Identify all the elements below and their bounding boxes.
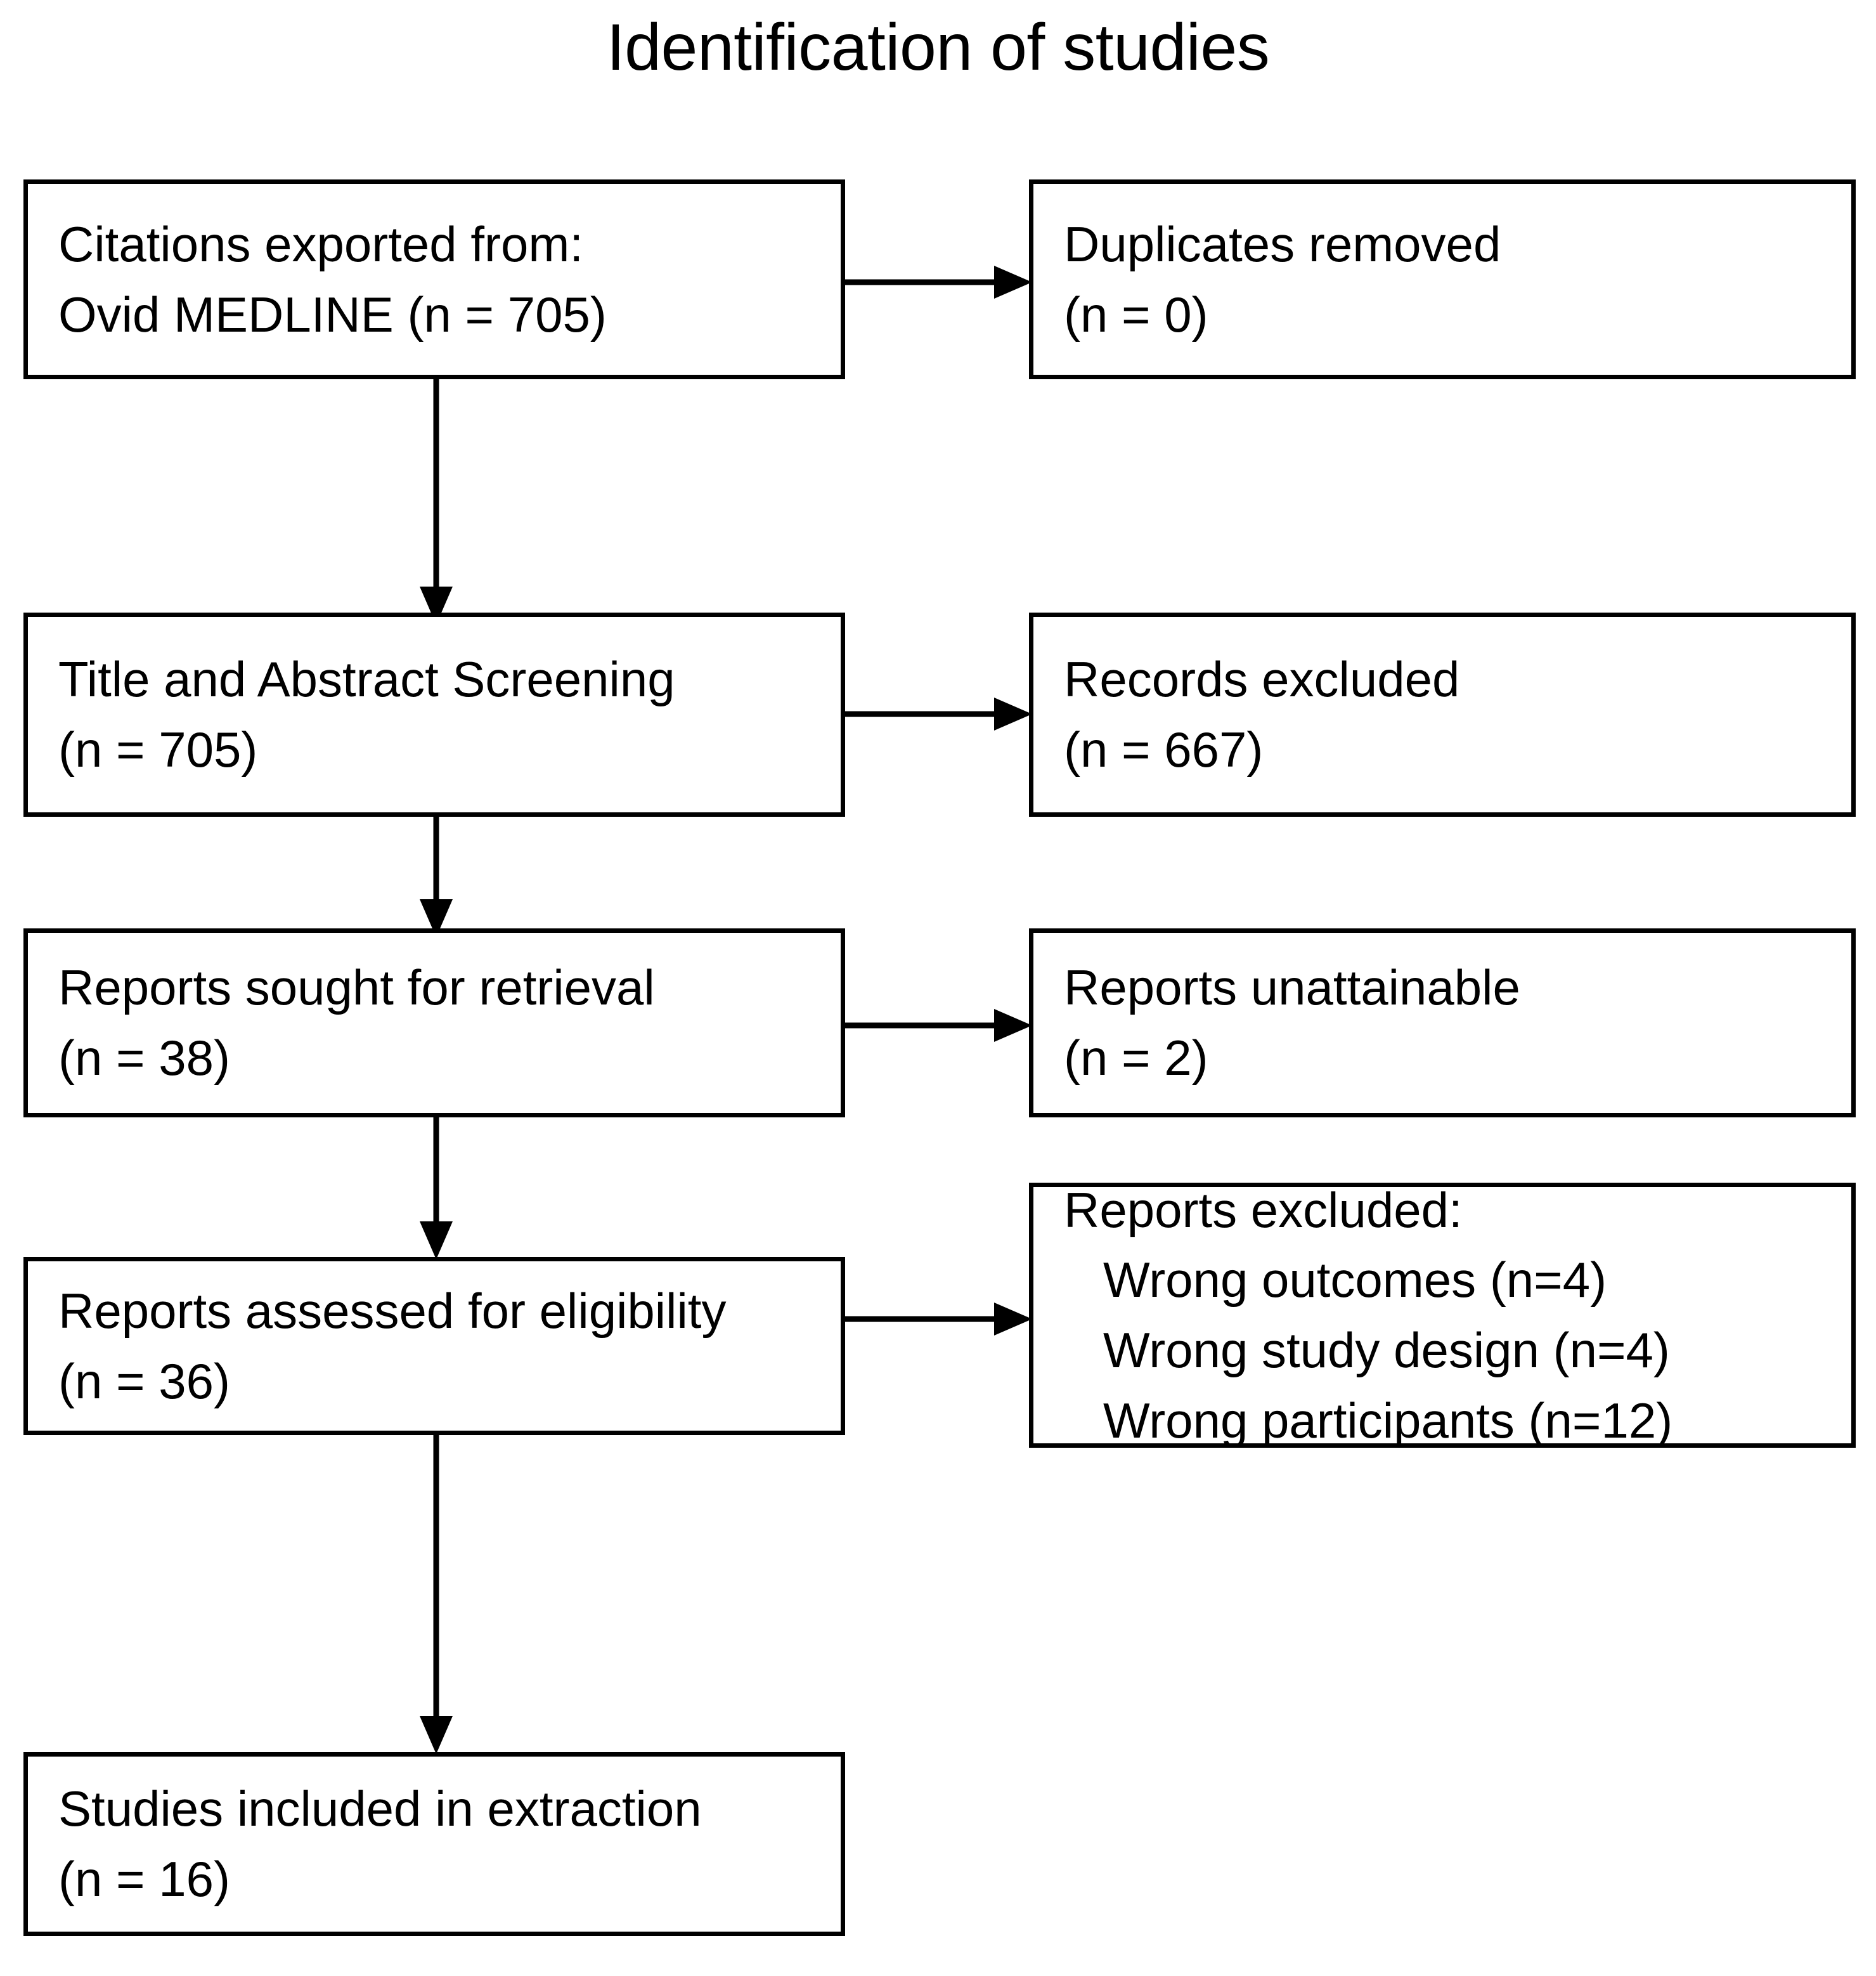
node-duplicates-removed-line1: Duplicates removed	[1064, 216, 1501, 272]
node-reports-sought-line2: (n = 38)	[58, 1030, 230, 1086]
node-records-excluded-line2: (n = 667)	[1064, 722, 1264, 777]
node-reports-sought-line1: Reports sought for retrieval	[58, 959, 655, 1016]
node-reports-assessed-line1: Reports assessed for eligibility	[58, 1282, 727, 1339]
arrow-assessed-to-excluded-detail	[843, 1300, 1033, 1338]
node-duplicates-removed[interactable]: Duplicates removed (n = 0)	[1029, 179, 1856, 379]
node-citations-exported[interactable]: Citations exported from: Ovid MEDLINE (n…	[23, 179, 845, 379]
node-reports-excluded-detail-line4: Wrong participants (n=12)	[1103, 1392, 1673, 1448]
node-studies-included-line2: (n = 16)	[58, 1851, 230, 1907]
node-reports-excluded-detail[interactable]: Reports excluded: Wrong outcomes (n=4) W…	[1029, 1182, 1856, 1448]
node-title-abstract-screening-line1: Title and Abstract Screening	[58, 651, 675, 708]
arrow-assessed-to-included	[406, 1433, 467, 1755]
node-reports-assessed-line2: (n = 36)	[58, 1353, 230, 1409]
node-citations-exported-line2: Ovid MEDLINE (n = 705)	[58, 286, 607, 342]
node-reports-unattainable-line2: (n = 2)	[1064, 1030, 1208, 1086]
node-reports-excluded-detail-line1: Reports excluded:	[1064, 1181, 1463, 1238]
node-reports-unattainable-line1: Reports unattainable	[1064, 959, 1520, 1016]
node-reports-assessed[interactable]: Reports assessed for eligibility (n = 36…	[23, 1257, 845, 1435]
node-reports-excluded-detail-line3: Wrong study design (n=4)	[1103, 1322, 1670, 1378]
arrow-citations-to-screening	[406, 377, 467, 626]
node-records-excluded[interactable]: Records excluded (n = 667)	[1029, 613, 1856, 817]
node-title-abstract-screening-line2: (n = 705)	[58, 722, 258, 777]
page-title: Identification of studies	[606, 11, 1270, 84]
arrow-screening-to-records-excluded	[843, 695, 1033, 733]
node-reports-sought[interactable]: Reports sought for retrieval (n = 38)	[23, 928, 845, 1117]
node-title-abstract-screening[interactable]: Title and Abstract Screening (n = 705)	[23, 613, 845, 817]
node-studies-included[interactable]: Studies included in extraction (n = 16)	[23, 1752, 845, 1936]
node-reports-excluded-detail-line2: Wrong outcomes (n=4)	[1103, 1252, 1607, 1308]
node-records-excluded-line1: Records excluded	[1064, 651, 1460, 708]
node-studies-included-line1: Studies included in extraction	[58, 1781, 702, 1837]
arrow-citations-to-duplicates	[843, 263, 1033, 301]
arrow-sought-to-unattainable	[843, 1006, 1033, 1044]
arrow-sought-to-assessed	[406, 1116, 467, 1261]
node-citations-exported-line1: Citations exported from:	[58, 216, 584, 272]
arrow-screening-to-sought	[406, 817, 467, 939]
node-duplicates-removed-line2: (n = 0)	[1064, 286, 1208, 342]
node-reports-unattainable[interactable]: Reports unattainable (n = 2)	[1029, 928, 1856, 1117]
